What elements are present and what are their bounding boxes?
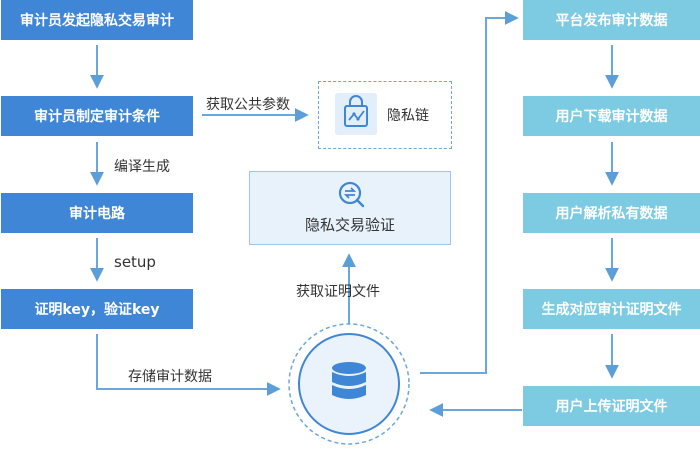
verification-label: 隐私交易验证 (304, 216, 395, 234)
step-label: 用户下载审计数据 (555, 109, 668, 125)
edge-label-get-params: 获取公共参数 (206, 97, 290, 113)
step-initiate-audit: 审计员发起隐私交易审计 (1, 0, 193, 40)
verification-box: 隐私交易验证 (249, 171, 451, 245)
step-label: 审计员制定审计条件 (34, 109, 160, 125)
step-label: 用户解析私有数据 (555, 206, 668, 222)
step-label: 平台发布审计数据 (555, 13, 668, 29)
step-label: 证明key，验证key (34, 302, 160, 318)
step-publish-audit-data: 平台发布审计数据 (523, 0, 700, 40)
step-label: 审计电路 (69, 206, 125, 222)
search-arrows-icon (337, 180, 365, 208)
step-label: 用户上传证明文件 (555, 399, 668, 415)
step-label: 生成对应审计证明文件 (541, 302, 682, 318)
step-generate-proof: 生成对应审计证明文件 (523, 289, 700, 329)
edge-label-compile: 编译生成 (114, 159, 170, 175)
step-label: 审计员发起隐私交易审计 (20, 13, 174, 29)
step-parse-private-data: 用户解析私有数据 (523, 193, 700, 233)
database-icon (329, 361, 369, 407)
lock-chart-icon (335, 93, 377, 135)
edge-label-store: 存储审计数据 (128, 369, 212, 385)
step-define-conditions: 审计员制定审计条件 (1, 96, 193, 136)
step-download-audit-data: 用户下载审计数据 (523, 96, 700, 136)
privacy-chain-label: 隐私链 (387, 108, 429, 124)
step-audit-circuit: 审计电路 (1, 193, 193, 233)
edge-label-setup: setup (114, 253, 156, 271)
edge-label-get-proof: 获取证明文件 (296, 284, 380, 300)
step-proving-keys: 证明key，验证key (1, 289, 193, 329)
step-upload-proof: 用户上传证明文件 (523, 386, 700, 426)
privacy-chain-box: 隐私链 (318, 81, 452, 149)
